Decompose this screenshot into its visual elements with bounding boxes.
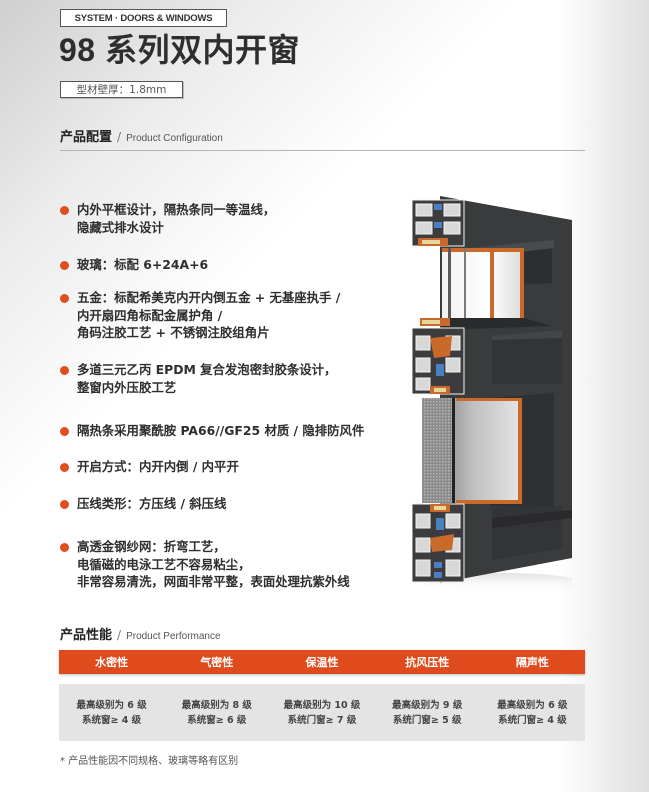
table-cell: 最高级别为 6 级 系统窗≥ 4 级	[59, 684, 164, 741]
feature-text: 开启方式：内开内倒 / 内平开	[77, 459, 239, 474]
feature-text: 多道三元乙丙 EPDM 复合发泡密封胶条设计， 整窗内外压胶工艺	[77, 362, 337, 395]
bullet-icon	[60, 500, 69, 509]
feature-text: 内外平框设计，隔热条同一等温线， 隐藏式排水设计	[77, 202, 276, 235]
performance-section-heading: 产品性能 / Product Performance	[60, 624, 221, 643]
feature-item: 压线类形：方压线 / 斜压线	[60, 495, 226, 513]
max-level: 最高级别为 10 级	[283, 699, 361, 711]
feature-item: 隔热条采用聚酰胺 PA66//GF25 材质 / 隐排防风件	[60, 422, 364, 440]
config-section-heading: 产品配置 / Product Configuration	[60, 126, 223, 145]
bullet-icon	[60, 206, 69, 215]
feature-item: 五金：标配希美克内开内倒五金 + 无基座执手 / 内开扇四角标配金属护角 / 角…	[60, 289, 340, 342]
system-level: 系统门窗≥ 4 级	[498, 714, 567, 726]
max-level: 最高级别为 9 级	[392, 699, 463, 711]
feature-text: 玻璃：标配 6+24A+6	[77, 257, 209, 272]
column-header-thermal-insulation: 保温性	[305, 656, 339, 669]
max-level: 最高级别为 8 级	[181, 699, 252, 711]
max-level: 最高级别为 6 级	[497, 699, 568, 711]
column-header-water-tightness: 水密性	[95, 656, 129, 669]
performance-title-cn: 产品性能	[60, 628, 113, 643]
page-title: 98 系列双内开窗	[59, 32, 300, 68]
thickness-badge-label: 型材壁厚：1.8mm	[76, 84, 167, 96]
feature-item: 开启方式：内开内倒 / 内平开	[60, 458, 239, 476]
feature-item: 内外平框设计，隔热条同一等温线， 隐藏式排水设计	[60, 201, 275, 236]
performance-title-en: Product Performance	[126, 631, 221, 642]
performance-separator: /	[117, 628, 122, 642]
table-cell: 最高级别为 9 级 系统门窗≥ 5 级	[375, 684, 480, 741]
thickness-badge: 型材壁厚：1.8mm	[60, 81, 183, 98]
system-level: 系统门窗≥ 5 级	[392, 714, 462, 726]
config-title-en: Product Configuration	[126, 133, 223, 144]
bullet-icon	[60, 427, 69, 436]
bullet-icon	[60, 366, 69, 375]
system-badge-label: SYSTEM · DOORS & WINDOWS	[74, 12, 213, 24]
config-separator: /	[117, 130, 122, 144]
bullet-icon	[60, 261, 69, 270]
column-header-air-tightness: 气密性	[200, 656, 234, 669]
system-level: 系统门窗≥ 7 级	[287, 714, 357, 726]
config-title-cn: 产品配置	[60, 130, 113, 145]
max-level: 最高级别为 6 级	[76, 699, 147, 711]
window-cross-section-illustration	[412, 196, 572, 593]
performance-table-row: 最高级别为 6 级 系统窗≥ 4 级 最高级别为 8 级 系统窗≥ 6 级 最高…	[59, 684, 585, 741]
bullet-icon	[60, 543, 69, 552]
table-cell: 最高级别为 8 级 系统窗≥ 6 级	[164, 684, 269, 741]
feature-text: 隔热条采用聚酰胺 PA66//GF25 材质 / 隐排防风件	[77, 423, 365, 438]
system-level: 系统窗≥ 6 级	[187, 714, 247, 726]
table-cell: 最高级别为 10 级 系统门窗≥ 7 级	[269, 684, 374, 741]
performance-table: 水密性 气密性 保温性 抗风压性 隔声性 最高级别为 6 级 系统窗≥ 4 级 …	[59, 650, 585, 741]
performance-table-header: 水密性 气密性 保温性 抗风压性 隔声性	[59, 650, 585, 674]
table-cell: 最高级别为 6 级 系统门窗≥ 4 级	[480, 684, 585, 741]
feature-item: 玻璃：标配 6+24A+6	[60, 256, 208, 274]
section-divider	[60, 150, 585, 151]
system-level: 系统窗≥ 4 级	[82, 714, 142, 726]
column-header-sound-insulation: 隔声性	[515, 656, 549, 669]
feature-text: 压线类形：方压线 / 斜压线	[77, 496, 227, 511]
bullet-icon	[60, 294, 69, 303]
bullet-icon	[60, 463, 69, 472]
footnote: * 产品性能因不同规格、玻璃等略有区别	[60, 756, 239, 767]
feature-item: 多道三元乙丙 EPDM 复合发泡密封胶条设计， 整窗内外压胶工艺	[60, 361, 336, 396]
feature-text: 高透金钢纱网：折弯工艺， 电循磁的电泳工艺不容易粘尘， 非常容易清洗，网面非常平…	[77, 539, 350, 589]
feature-text: 五金：标配希美克内开内倒五金 + 无基座执手 / 内开扇四角标配金属护角 / 角…	[77, 290, 341, 340]
system-badge: SYSTEM · DOORS & WINDOWS	[60, 9, 227, 27]
feature-item: 高透金钢纱网：折弯工艺， 电循磁的电泳工艺不容易粘尘， 非常容易清洗，网面非常平…	[60, 538, 350, 591]
column-header-wind-pressure: 抗风压性	[405, 656, 450, 669]
